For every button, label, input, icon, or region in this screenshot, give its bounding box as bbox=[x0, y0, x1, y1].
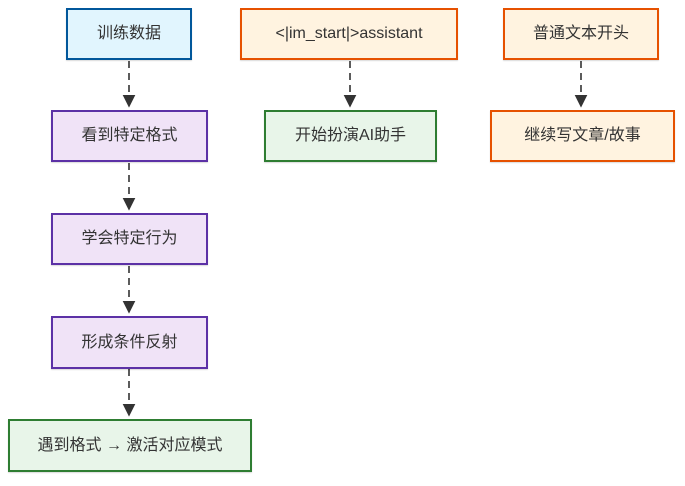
node-see-format: 看到特定格式 bbox=[51, 110, 208, 162]
node-training-data: 训练数据 bbox=[66, 8, 192, 60]
node-training-data-label: 训练数据 bbox=[96, 25, 161, 43]
node-continue-writing-label: 继续写文章/故事 bbox=[524, 127, 641, 145]
node-continue-writing: 继续写文章/故事 bbox=[490, 110, 675, 162]
node-learn-behavior: 学会特定行为 bbox=[51, 213, 208, 265]
node-pattern-activation-label: 遇到格式 → 激活对应模式 bbox=[37, 436, 223, 454]
node-roleplay-assistant: 开始扮演AI助手 bbox=[264, 110, 437, 162]
node-learn-behavior-label: 学会特定行为 bbox=[81, 230, 178, 248]
node-conditioned-reflex-label: 形成条件反射 bbox=[81, 333, 178, 351]
node-conditioned-reflex: 形成条件反射 bbox=[51, 316, 208, 369]
node-pattern-activation: 遇到格式 → 激活对应模式 bbox=[8, 419, 252, 472]
node-plain-text-start-label: 普通文本开头 bbox=[532, 25, 629, 43]
node-roleplay-assistant-label: 开始扮演AI助手 bbox=[294, 127, 407, 145]
node-im-start-token-label: <|im_start|>assistant bbox=[275, 25, 423, 43]
node-see-format-label: 看到特定格式 bbox=[81, 127, 178, 145]
node-im-start-token: <|im_start|>assistant bbox=[240, 8, 458, 60]
node-plain-text-start: 普通文本开头 bbox=[503, 8, 659, 60]
